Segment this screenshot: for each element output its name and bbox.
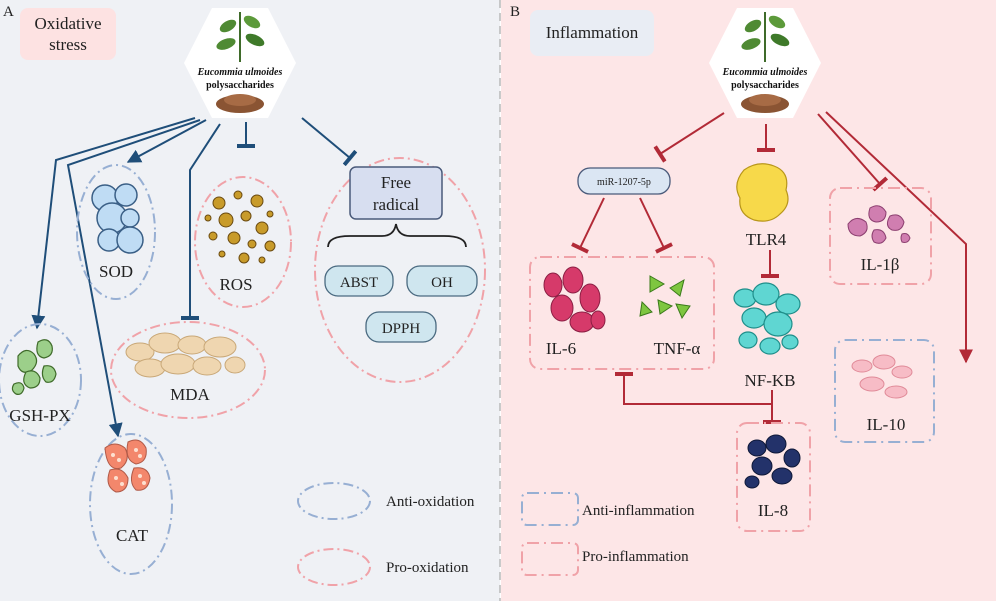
inhibit-free-radical: [301, 117, 358, 167]
oh-label: OH: [431, 275, 453, 291]
panel-b-letter: B: [510, 4, 520, 20]
gsh-px-icon: [11, 339, 57, 395]
panel-a-title-box: [20, 8, 116, 60]
il10-label: IL-10: [867, 415, 906, 434]
tnfa-label: TNF-α: [654, 339, 701, 358]
gsh-px-group: [0, 323, 82, 437]
inhibit-mda: [181, 123, 221, 320]
nfkb-label: NF-KB: [744, 371, 795, 390]
source-name-a: Eucommia ulmoides: [197, 67, 283, 78]
il8-icon: [744, 434, 801, 489]
il6-icon: [543, 266, 606, 333]
mirna-inhibit-tnfa: [639, 197, 673, 254]
mirna-label: miR-1207-5p: [597, 177, 651, 188]
eucommia-polysaccharide-icon-b: [709, 8, 821, 118]
il10-icon: [851, 354, 913, 399]
arrow-to-gsh-px: [31, 117, 196, 330]
il1b-icon: [847, 205, 911, 244]
tlr4-label: TLR4: [746, 230, 787, 249]
cat-label: CAT: [116, 526, 149, 545]
legend-anti-swatch: [297, 482, 371, 520]
ros-label: ROS: [219, 275, 252, 294]
panel-b-title: Inflammation: [546, 23, 639, 42]
tnfa-icon: [639, 275, 691, 320]
tlr4-icon: [736, 163, 789, 222]
panel-a-letter: A: [3, 4, 14, 20]
source-type-b: polysaccharides: [731, 80, 799, 91]
free-radical-label-line1: Free: [381, 173, 411, 192]
inhibit-mirna: [653, 112, 725, 163]
legend-anti-inflammation-label: Anti-inflammation: [582, 503, 695, 519]
mirna-box: [577, 167, 671, 195]
free-radical-brace: [327, 223, 467, 248]
source-name-b: Eucommia ulmoides: [722, 67, 808, 78]
ros-group: [194, 176, 292, 308]
legend-pro-inflammation-swatch: [521, 542, 579, 576]
abst-box: [324, 265, 394, 297]
sod-icon: [91, 183, 144, 254]
eucommia-polysaccharide-icon-a: [184, 8, 296, 118]
gsh-px-label: GSH-PX: [9, 406, 70, 425]
cat-icon: [104, 439, 151, 493]
mda-icon: [125, 332, 246, 378]
ros-icon: [204, 190, 276, 264]
dpph-box: [365, 311, 437, 343]
free-radical-label-line2: radical: [373, 195, 420, 214]
sod-label: SOD: [99, 262, 133, 281]
il8-label: IL-8: [758, 501, 788, 520]
il1b-label: IL-1β: [861, 255, 900, 274]
arrow-to-cat: [66, 119, 201, 438]
arrow-to-sod: [126, 119, 207, 163]
free-radical-group: [314, 157, 486, 383]
arrow-to-il10: [825, 111, 973, 364]
legend-pro-inflammation-label: Pro-inflammation: [582, 549, 689, 565]
il8-group: [736, 422, 811, 532]
il6-label: IL-6: [546, 339, 576, 358]
dpph-label: DPPH: [382, 321, 421, 337]
legend-anti-inflammation-swatch: [521, 492, 579, 526]
legend-pro-label: Pro-oxidation: [386, 560, 469, 576]
source-type-a: polysaccharides: [206, 80, 274, 91]
panel-a-title-line2: stress: [49, 35, 87, 54]
nfkb-icon: [733, 282, 801, 355]
cat-group: [89, 433, 173, 575]
mda-group: [110, 321, 266, 419]
inhibit-il1b: [817, 113, 889, 192]
legend-anti-label: Anti-oxidation: [386, 494, 475, 510]
free-radical-box: [349, 166, 443, 220]
legend-pro-swatch: [297, 548, 371, 586]
sod-group: [76, 164, 156, 300]
mda-label: MDA: [170, 385, 210, 404]
il6-tnfa-group: [529, 256, 715, 370]
il1b-group: [829, 187, 932, 285]
mirna-inhibit-il6: [571, 197, 605, 254]
panel-b-title-box: [530, 10, 654, 56]
abst-label: ABST: [340, 275, 378, 291]
panel-a-title-line1: Oxidative: [34, 14, 101, 33]
oh-box: [406, 265, 478, 297]
